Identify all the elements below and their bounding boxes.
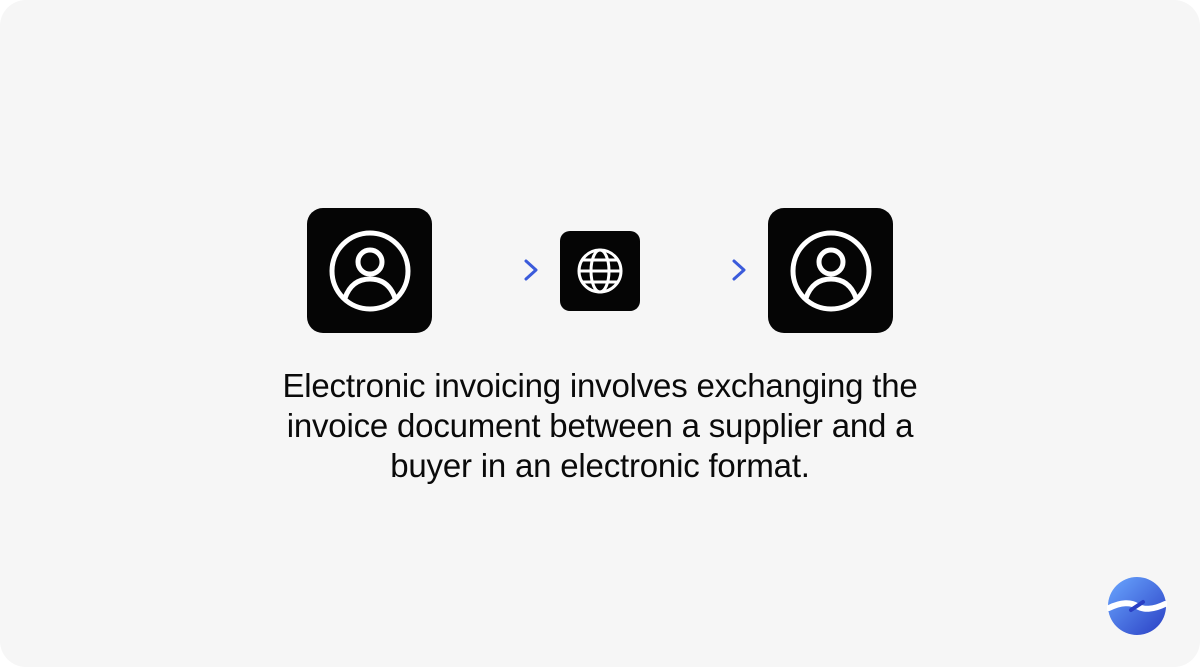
diagram-caption: Electronic invoicing involves exchanging…: [150, 366, 1050, 486]
user-circle-icon: [790, 230, 871, 311]
buyer-node: [768, 208, 893, 333]
flow-arrow-supplier-to-network: [454, 259, 538, 281]
caption-line: invoice document between a supplier and …: [286, 407, 914, 444]
user-circle-icon: [329, 230, 410, 311]
globe-icon: [577, 248, 623, 294]
flow-arrow-network-to-buyer: [662, 259, 746, 281]
network-node: [560, 231, 640, 311]
supplier-node: [307, 208, 432, 333]
caption-line: buyer in an electronic format.: [390, 447, 810, 484]
brand-logo-icon: [1107, 577, 1167, 635]
caption-line: Electronic invoicing involves exchanging…: [282, 367, 918, 404]
